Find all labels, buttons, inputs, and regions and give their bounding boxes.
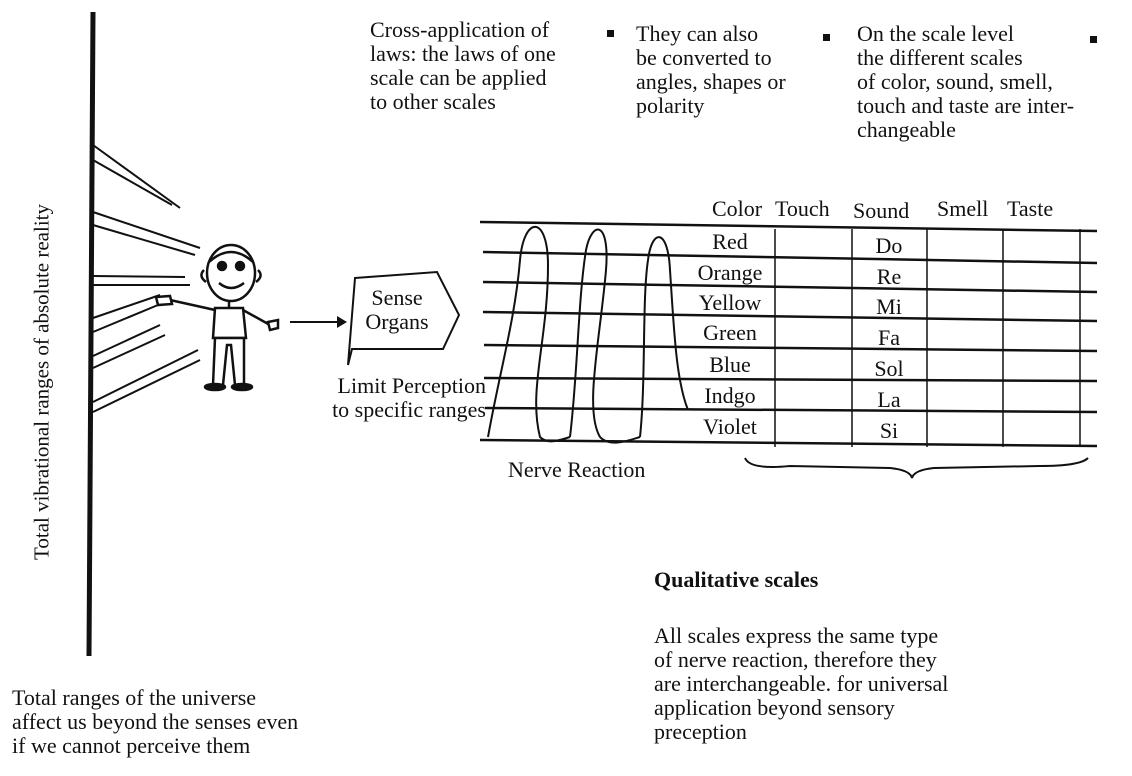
note-cell: Re	[876, 264, 902, 289]
top-note-cross-application: Cross-application of laws: the laws of o…	[370, 17, 556, 114]
color-cell: Yellow	[698, 290, 762, 315]
sense-organs-label: Sense Organs	[365, 285, 429, 334]
top-note-interchangeable: On the scale level the different scales …	[857, 21, 1075, 142]
reality-axis-line	[86, 11, 96, 657]
nerve-wave-2	[569, 228, 641, 444]
bullet-marker	[1090, 36, 1097, 43]
note-cell: Do	[875, 233, 903, 258]
bullet-marker	[607, 30, 614, 37]
note-cell: Sol	[874, 356, 904, 381]
header-smell: Smell	[937, 196, 989, 221]
nerve-wave-1	[487, 226, 571, 443]
universe-note: Total ranges of the universe affect us b…	[12, 685, 299, 758]
header-color: Color	[712, 196, 763, 221]
nerve-wave-3	[639, 236, 689, 438]
bullet-marker	[823, 34, 830, 41]
arrow-head	[337, 316, 347, 328]
color-cell: Green	[703, 320, 757, 345]
vibration-rays	[92, 144, 201, 413]
nerve-reaction-label: Nerve Reaction	[508, 457, 646, 482]
top-note-conversion: They can also be converted to angles, sh…	[636, 21, 786, 118]
color-cell: Red	[712, 229, 748, 254]
qualitative-body: All scales express the same type of nerv…	[654, 623, 949, 744]
note-cell: Si	[879, 418, 899, 443]
header-sound: Sound	[853, 198, 910, 223]
color-cell: Blue	[709, 352, 751, 377]
table-brace	[744, 457, 1089, 479]
note-cell: Mi	[876, 294, 902, 319]
header-touch: Touch	[775, 196, 830, 221]
person-figure	[154, 243, 280, 392]
absolute-reality-label: Total vibrational ranges of absolute rea…	[29, 204, 54, 560]
limit-perception-text: Limit Perception to specific ranges	[332, 373, 486, 422]
qualitative-heading: Qualitative scales	[654, 567, 819, 592]
sense-organs-shape	[347, 270, 461, 366]
color-cell: Violet	[703, 414, 757, 439]
note-cell: La	[877, 387, 901, 412]
header-taste: Taste	[1007, 196, 1054, 221]
color-cell: Orange	[697, 260, 763, 285]
color-cell: Indgo	[704, 383, 756, 408]
note-cell: Fa	[878, 325, 900, 350]
